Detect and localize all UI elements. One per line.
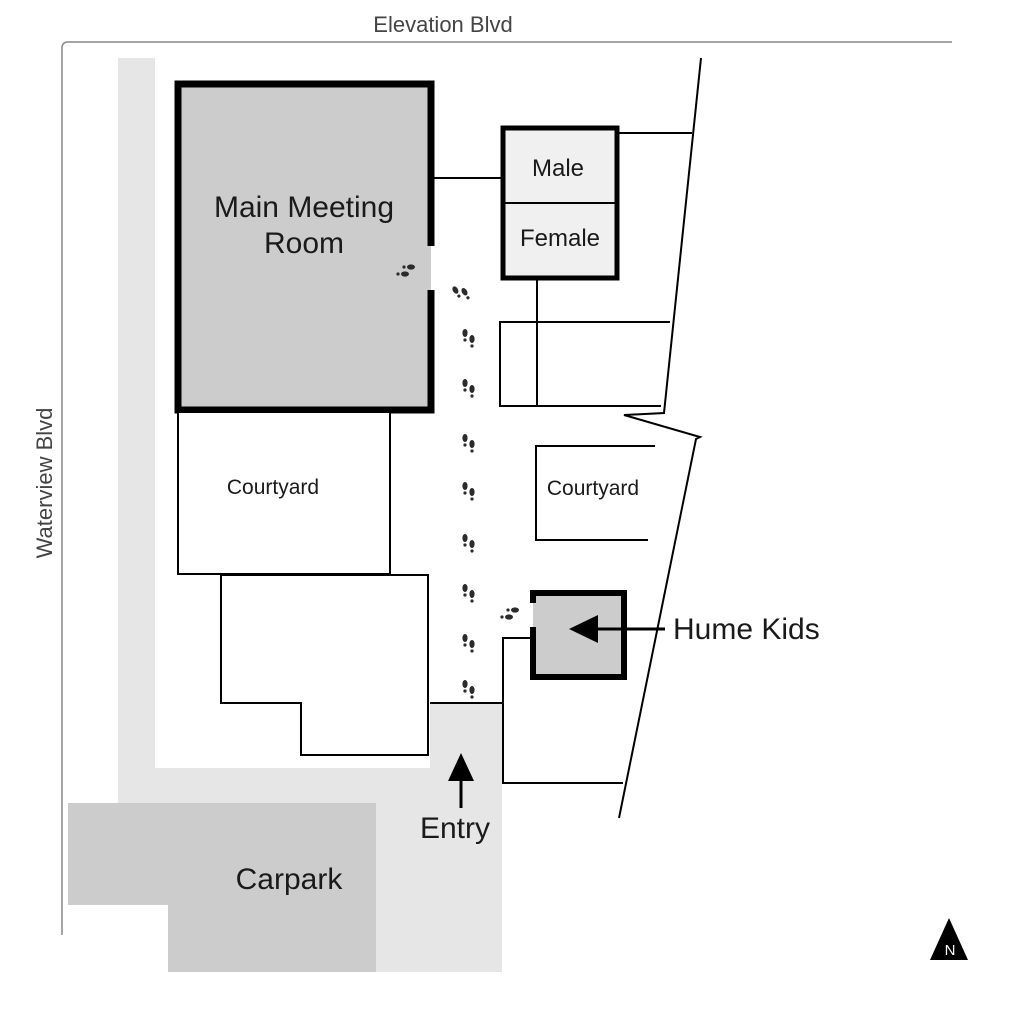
footprint-icon xyxy=(462,329,475,348)
north-arrow-icon: N xyxy=(930,918,968,960)
male-toilet-label: Male xyxy=(532,155,584,182)
footprint-icon xyxy=(462,379,475,398)
road-label-west: Waterview Blvd xyxy=(32,408,57,559)
main-meeting-room-walls xyxy=(174,80,435,414)
footprint-icon xyxy=(462,534,475,553)
footprint-icon xyxy=(462,434,475,453)
hume-kids-walls xyxy=(530,590,627,680)
footprint-icon xyxy=(396,264,415,277)
footprint-icon xyxy=(462,482,475,501)
footprint-icon xyxy=(452,286,470,300)
southwest-building xyxy=(220,574,429,756)
footprint-icon xyxy=(462,634,475,653)
main-meeting-room-label-2: Room xyxy=(264,227,344,260)
hume-kids-label: Hume Kids xyxy=(673,613,820,646)
compass-letter: N xyxy=(945,942,956,959)
property-boundary xyxy=(61,41,952,935)
footprint-icon xyxy=(500,607,519,620)
courtyard-west-label: Courtyard xyxy=(227,476,319,499)
road-label-north: Elevation Blvd xyxy=(373,12,512,37)
hume-kids-room xyxy=(533,593,624,677)
entry-label: Entry xyxy=(420,812,490,845)
courtyard-east xyxy=(535,445,655,541)
carpark xyxy=(68,803,376,972)
entry-arrow-head xyxy=(448,753,474,781)
main-meeting-room-label: Main Meeting xyxy=(214,191,394,224)
footprint-icon xyxy=(462,680,475,699)
main-meeting-room xyxy=(178,84,431,410)
east-boundary xyxy=(618,57,703,819)
footprints-path xyxy=(396,264,519,699)
footprint-icon xyxy=(462,584,475,603)
east-building-upper xyxy=(499,321,670,407)
carpark-label: Carpark xyxy=(236,863,344,896)
courtyard-east-label: Courtyard xyxy=(547,477,639,500)
female-toilet-label: Female xyxy=(520,225,600,252)
hume-kids-arrow-head xyxy=(569,615,598,643)
courtyard-west xyxy=(177,411,391,575)
southeast-building xyxy=(502,637,623,784)
walkway xyxy=(118,58,502,972)
